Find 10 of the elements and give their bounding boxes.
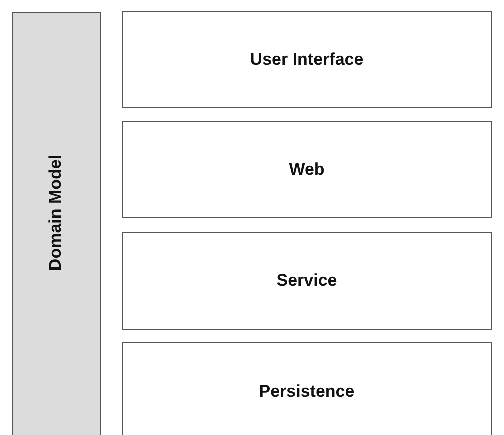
layer-box [122, 342, 492, 435]
layer-band [12, 12, 101, 435]
layer-box [122, 232, 492, 330]
layer-label: Domain Model [46, 154, 66, 272]
layer-label: Web [289, 160, 325, 180]
layer-label: Service [276, 271, 338, 291]
layer-label: Persistence [259, 382, 355, 402]
layer-box [122, 121, 492, 218]
layer-label: User Interface [250, 50, 364, 70]
layer-box [122, 11, 492, 108]
